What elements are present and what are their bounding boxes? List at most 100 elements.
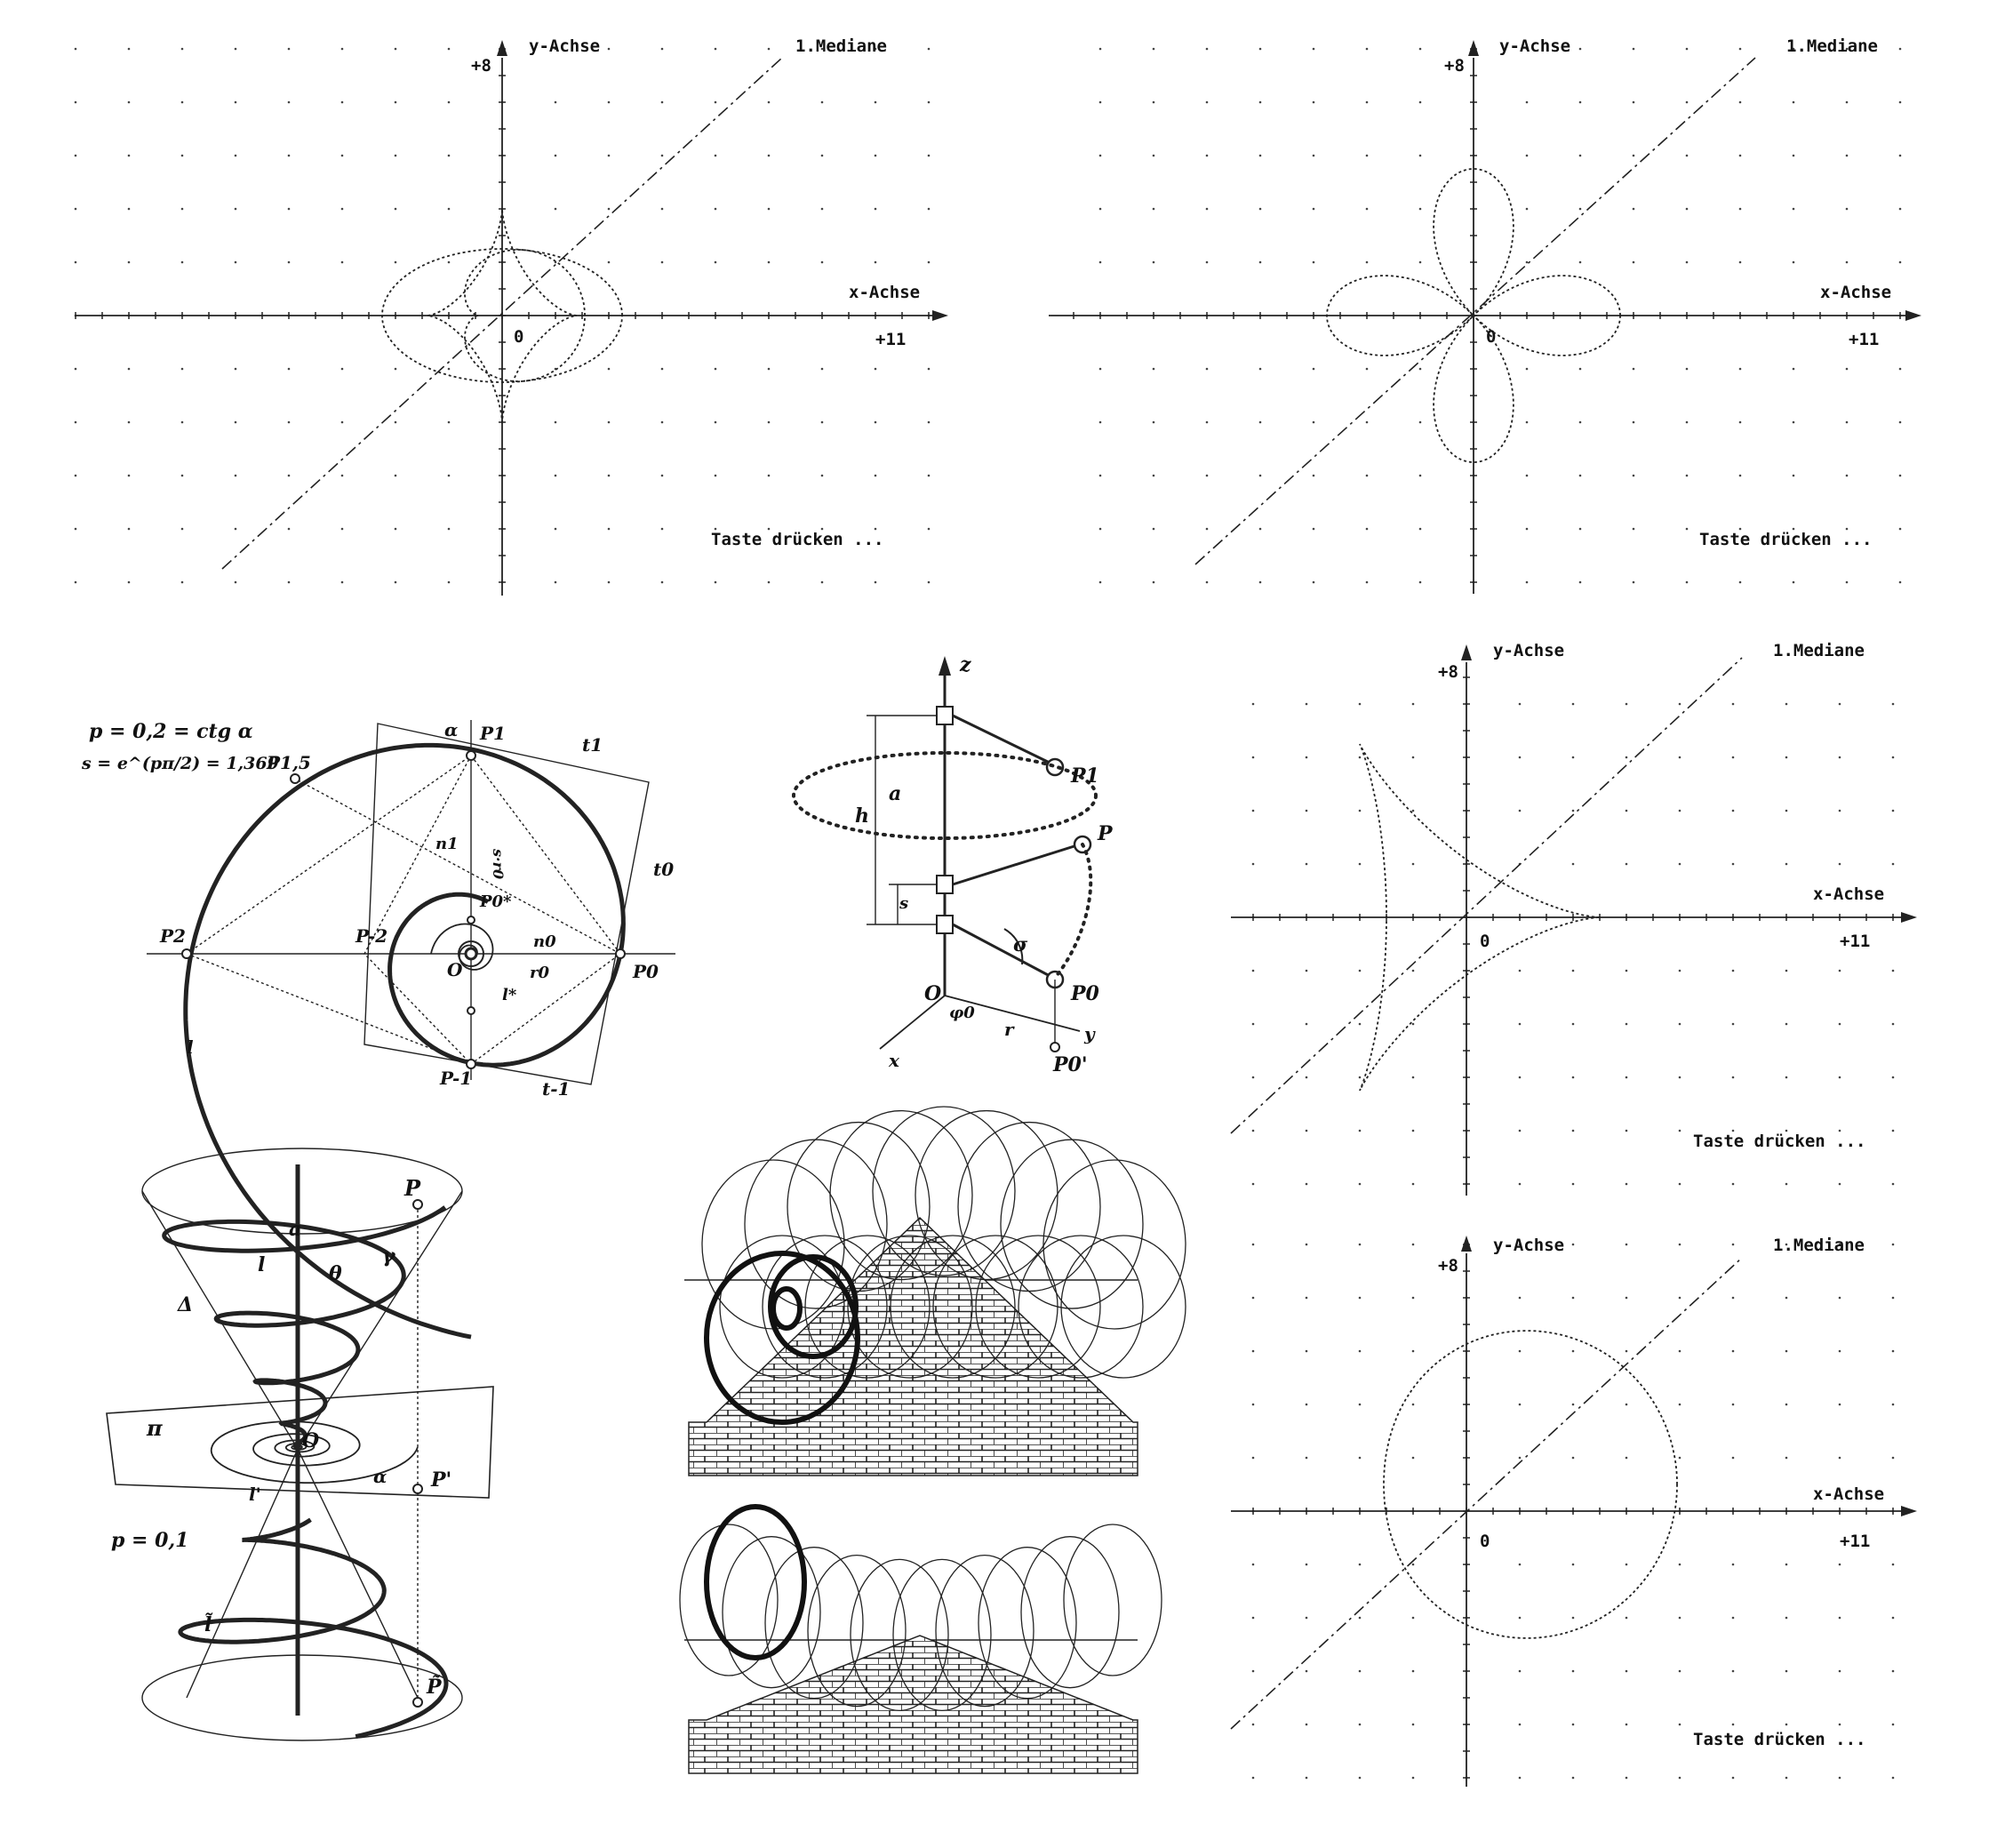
grid-dot — [1205, 527, 1209, 531]
grid-dot — [1578, 154, 1582, 157]
grid-dot — [1251, 862, 1255, 866]
bold-rolling-circle — [704, 1504, 807, 1660]
y-arrow-icon — [1461, 1236, 1472, 1252]
grid-dot — [1785, 1129, 1788, 1132]
grid-dot — [1838, 1182, 1841, 1186]
tangent-rectangle — [363, 723, 650, 1085]
grid-dot — [340, 367, 344, 371]
grid-dot — [660, 154, 664, 157]
grid-dot — [1632, 260, 1635, 264]
grid-dot — [1891, 1776, 1895, 1780]
rolling-circle — [872, 1106, 1016, 1276]
grid-dot — [1251, 1349, 1255, 1353]
cone-bottom-rim — [141, 1654, 463, 1741]
grid-dot — [1251, 1296, 1255, 1300]
spiral-label-r0: r0 — [530, 964, 549, 982]
grid-dot — [1891, 1296, 1895, 1300]
grid-dot — [234, 207, 237, 211]
grid-dot — [1898, 100, 1902, 104]
grid-dot — [1418, 260, 1422, 264]
grid-dot — [1571, 1403, 1575, 1406]
grid-dot — [1358, 1776, 1362, 1780]
grid-dot — [1305, 809, 1308, 812]
grid-dot — [1525, 527, 1529, 531]
grid-dot — [1518, 1776, 1522, 1780]
grid-dot — [1891, 702, 1895, 706]
plot2-y-axis-label: y-Achse — [1499, 36, 1570, 56]
grid-dot — [127, 527, 131, 531]
rolling-circle — [850, 1558, 949, 1712]
grid-dot — [767, 154, 771, 157]
grid-dot — [1738, 47, 1742, 51]
grid-dot — [1205, 207, 1209, 211]
bold-rolling-circle — [768, 1254, 859, 1359]
grid-dot — [287, 474, 291, 477]
grid-dot — [1891, 1403, 1895, 1406]
grid-dot — [1632, 47, 1635, 51]
grid-dot — [1312, 260, 1315, 264]
plot3-x-tick-label: +11 — [1840, 932, 1870, 951]
grid-dot — [1205, 367, 1209, 371]
grid-dot — [1678, 1182, 1681, 1186]
plot-panel-1: y-Achse 1.Mediane +8 x-Achse +11 0 Taste… — [74, 36, 948, 596]
grid-dot — [874, 47, 877, 51]
grid-dot — [1305, 1243, 1308, 1246]
grid-dot — [394, 367, 397, 371]
grid-dot — [927, 580, 931, 584]
grid-dot — [1251, 1403, 1255, 1406]
bold-rolling-circle — [704, 1251, 860, 1425]
grid-dot — [1358, 1243, 1362, 1246]
plot4-prompt-text: Taste drücken ... — [1693, 1730, 1865, 1749]
grid-dot — [820, 474, 824, 477]
grid-dot — [180, 154, 184, 157]
grid-dot — [1571, 1456, 1575, 1460]
rolling-circle — [719, 1235, 845, 1379]
grid-dot — [127, 367, 131, 371]
grid-dot — [1518, 1022, 1522, 1026]
grid-dot — [1518, 1243, 1522, 1246]
grid-dot — [1571, 1349, 1575, 1353]
cone-label-theta: θ — [329, 1262, 342, 1285]
grid-dot — [127, 47, 131, 51]
grid-dot — [1365, 207, 1369, 211]
grid-dot — [1518, 1296, 1522, 1300]
grid-dot — [1838, 1669, 1841, 1673]
grid-dot — [1738, 260, 1742, 264]
grid-dot — [1632, 154, 1635, 157]
grid-dot — [767, 367, 771, 371]
grid-dot — [1838, 862, 1841, 866]
spiral-label-p0: P0 — [632, 961, 659, 982]
grid-dot — [287, 367, 291, 371]
grid-dot — [1411, 1022, 1415, 1026]
grid-dot — [1792, 47, 1795, 51]
spiral-label-n1: n1 — [435, 835, 459, 853]
grid-dot — [1411, 702, 1415, 706]
rolling-circle — [890, 1235, 1016, 1379]
rolling-circle — [762, 1235, 888, 1379]
grid-dot — [1205, 474, 1209, 477]
grid-dot — [1518, 969, 1522, 972]
spiral-label-p15: P1,5 — [266, 752, 311, 773]
grid-dot — [1731, 809, 1735, 812]
grid-dot — [340, 47, 344, 51]
grid-dot — [1571, 1776, 1575, 1780]
spiral-label-pm1: P-1 — [439, 1068, 472, 1089]
grid-dot — [1891, 1616, 1895, 1620]
cone-label-pprime: P' — [430, 1468, 451, 1492]
plot1-prompt-text: Taste drücken ... — [711, 530, 883, 549]
spiral-points — [181, 750, 626, 1069]
y-arrow-icon — [497, 40, 507, 56]
grid-dot — [554, 420, 557, 424]
grid-dot — [1785, 969, 1788, 972]
grid-dot — [1792, 474, 1795, 477]
spiral-label-lstar: l* — [502, 986, 517, 1004]
grid-dot — [1518, 1076, 1522, 1079]
grid-dot — [1785, 1616, 1788, 1620]
plot3-origin-label: 0 — [1480, 932, 1490, 951]
grid-dot — [1205, 100, 1209, 104]
grid-dot — [1258, 527, 1262, 531]
median-line — [1194, 57, 1756, 565]
grid-dot — [1571, 1076, 1575, 1079]
grid-dot — [1571, 1182, 1575, 1186]
grid-dot — [1358, 1349, 1362, 1353]
